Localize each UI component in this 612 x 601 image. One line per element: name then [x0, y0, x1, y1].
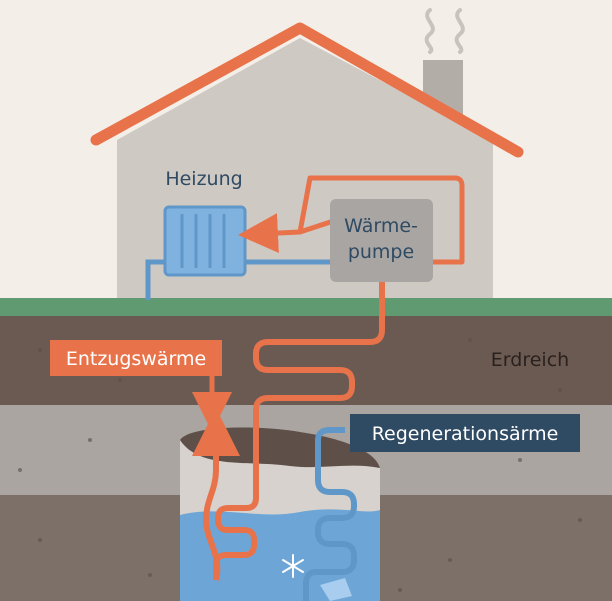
groundwater: [180, 509, 380, 601]
regeneration-badge: [350, 414, 580, 452]
ground-loop-return-pipe: [202, 469, 221, 581]
soil-speckles: [18, 338, 582, 592]
supply-arrow-to-radiator: [238, 213, 301, 254]
supply-pipe-house: [297, 175, 465, 265]
ground-loop-supply-pipe: [213, 282, 385, 580]
heat-pump-label-line2: pumpe: [348, 241, 414, 263]
regeneration-loop-pipe: [303, 427, 357, 601]
regeneration-label: Regenerationsärme: [372, 423, 559, 445]
extraction-heat-label: Entzugswärme: [66, 348, 206, 370]
grass-strip: [0, 298, 612, 316]
heat-pump-label-line1: Wärme-: [344, 215, 418, 237]
ice-crystal: [320, 578, 352, 601]
extraction-heat-badge: [50, 340, 222, 376]
radiator: [163, 205, 247, 277]
smoke-icon: [424, 8, 465, 54]
snowflake-icon: [282, 554, 304, 578]
heating-label: Heizung: [165, 168, 242, 190]
return-pipe-house: [145, 259, 330, 300]
roof: [90, 22, 524, 158]
heat-pump-box: [330, 199, 433, 282]
soil-label: Erdreich: [491, 349, 569, 371]
